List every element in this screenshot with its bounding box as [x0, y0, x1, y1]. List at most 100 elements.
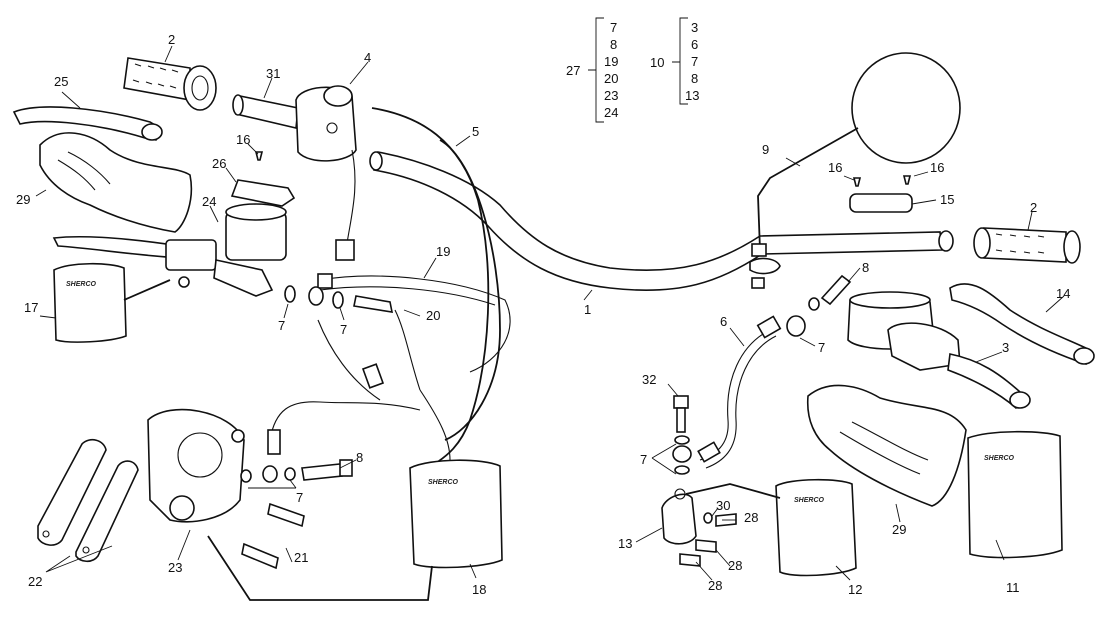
callout-22: 22: [28, 574, 42, 589]
master-cylinder-left: [52, 203, 287, 297]
group-27-item: 23: [604, 88, 618, 103]
handlebar: [369, 151, 954, 291]
callout-16: 16: [236, 132, 250, 147]
callout-17: 17: [24, 300, 38, 315]
callout-4: 4: [364, 50, 371, 65]
callout-3: 3: [1002, 340, 1009, 355]
grip-left: [123, 57, 217, 111]
caliper-bracket-13: [661, 488, 697, 545]
caliper-left: [147, 408, 245, 523]
throttle-housing: [295, 85, 357, 162]
brake-pads: [37, 438, 139, 563]
reservoir-cap-right: [849, 175, 913, 213]
callout-1: 1: [584, 302, 591, 317]
callout-21: 21: [294, 550, 308, 565]
callout-2: 2: [1030, 200, 1037, 215]
group-10-item: 13: [685, 88, 699, 103]
callout-28: 28: [744, 510, 758, 525]
throttle-cable-2: [439, 139, 501, 441]
bag-12-link: [685, 483, 781, 499]
group-10-item: 8: [691, 71, 698, 86]
callout-18: 18: [472, 582, 486, 597]
bolts-21: [241, 502, 305, 570]
switch-wire: [345, 149, 356, 251]
connector: [335, 239, 355, 261]
caliper-washers: [240, 459, 353, 483]
group-27-item: 24: [604, 105, 618, 120]
group-10-item: 6: [691, 37, 698, 52]
callout-2: 2: [168, 32, 175, 47]
callout-24: 24: [202, 194, 216, 209]
throttle-cable: [371, 107, 490, 471]
callout-11: 11: [1006, 580, 1020, 595]
callout-7: 7: [340, 322, 347, 337]
group-10-item: 3: [691, 20, 698, 35]
bolt-32: [672, 395, 692, 475]
group-27-item: 20: [604, 71, 618, 86]
callout-7: 7: [296, 490, 303, 505]
mirror-clamp: [749, 243, 781, 289]
callout-12: 12: [848, 582, 862, 597]
callout-29: 29: [892, 522, 906, 537]
handguard-left: [39, 132, 193, 233]
callout-13: 13: [618, 536, 632, 551]
callout-16: 16: [930, 160, 944, 175]
bag-11-brand: SHERCO: [984, 455, 1015, 462]
callout-8: 8: [356, 450, 363, 465]
washers-left: [284, 285, 344, 309]
bag-18-link: [207, 535, 433, 601]
bag-12-brand: SHERCO: [794, 497, 825, 504]
brake-hose-19: [319, 275, 511, 373]
callout-29: 29: [16, 192, 30, 207]
clutch-lever: [12, 106, 163, 141]
brake-hose-6: [697, 297, 820, 469]
group-27: 27 7 8 19 20 23 24: [566, 17, 618, 123]
bag-18: SHERCO: [409, 459, 503, 569]
callout-7: 7: [278, 318, 285, 333]
bag-12: SHERCO: [775, 478, 857, 577]
lever-14: [949, 283, 1095, 366]
callout-5: 5: [472, 124, 479, 139]
grip-right: [973, 227, 1081, 264]
bleed-bolt-20: [353, 295, 421, 391]
callout-14: 14: [1056, 286, 1070, 301]
hose-fitting: [317, 273, 333, 289]
callout-32: 32: [642, 372, 656, 387]
callout-26: 26: [212, 156, 226, 171]
callout-16: 16: [828, 160, 842, 175]
callout-19: 19: [436, 244, 450, 259]
bolts-28: [679, 512, 737, 567]
callout-28: 28: [728, 558, 742, 573]
bag-17-link: [123, 279, 171, 301]
group-27-item: 19: [604, 54, 618, 69]
callout-28: 28: [708, 578, 722, 593]
caliper-hose-fitting: [267, 429, 281, 455]
master-cylinder-right: [847, 291, 1031, 409]
leader-lines: [35, 45, 1065, 581]
group-10: 10 3 6 7 8 13: [650, 17, 699, 105]
group-27-item: 7: [610, 20, 617, 35]
bag-17-brand: SHERCO: [66, 281, 97, 288]
callout-25: 25: [54, 74, 68, 89]
callout-7: 7: [640, 452, 647, 467]
callout-20: 20: [426, 308, 440, 323]
cable-run: [317, 319, 451, 461]
bag-11: SHERCO: [967, 430, 1063, 559]
group-10-item: 7: [691, 54, 698, 69]
mirror: [757, 52, 961, 251]
bag-17: SHERCO: [53, 262, 127, 343]
group-27-label: 27: [566, 63, 580, 78]
callout-labels: 1 2 2 3 4 5 6 7 7 7 7 7 8 8 9 11 12 13 1…: [16, 32, 1070, 597]
callout-23: 23: [168, 560, 182, 575]
callout-8: 8: [862, 260, 869, 275]
callout-9: 9: [762, 142, 769, 157]
reservoir-cap-left: [230, 179, 296, 207]
brake-hose-19b: [319, 286, 496, 306]
bag-18-brand: SHERCO: [428, 479, 459, 486]
callout-15: 15: [940, 192, 954, 207]
handguard-right: [806, 384, 967, 507]
caliper-hose: [269, 401, 421, 441]
callout-31: 31: [266, 66, 280, 81]
